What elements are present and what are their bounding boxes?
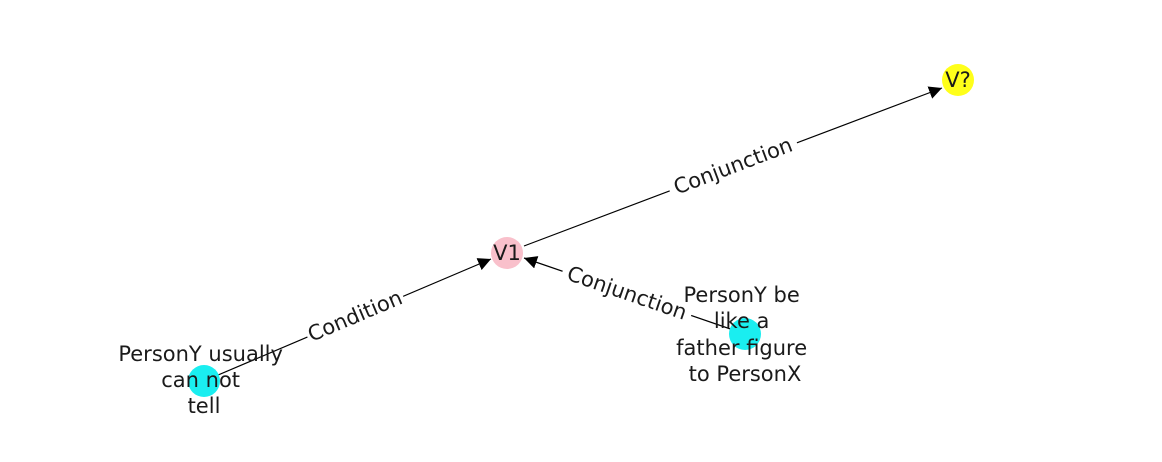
node-label-v1: V1 xyxy=(493,241,521,265)
node-persony-usually xyxy=(188,365,220,397)
node-label-persony-father: PersonY be like a father figure to Perso… xyxy=(676,283,814,386)
node-label-persony-usually: PersonY usually can not tell xyxy=(118,342,289,418)
edge-label-conjunction-top: Conjunction xyxy=(670,133,795,200)
node-persony-father xyxy=(729,318,761,350)
node-v1 xyxy=(491,237,523,269)
node-label-v-question: V? xyxy=(945,68,971,92)
node-v-question xyxy=(942,64,974,96)
edge-label-conjunction-right: Conjunction xyxy=(564,261,690,324)
